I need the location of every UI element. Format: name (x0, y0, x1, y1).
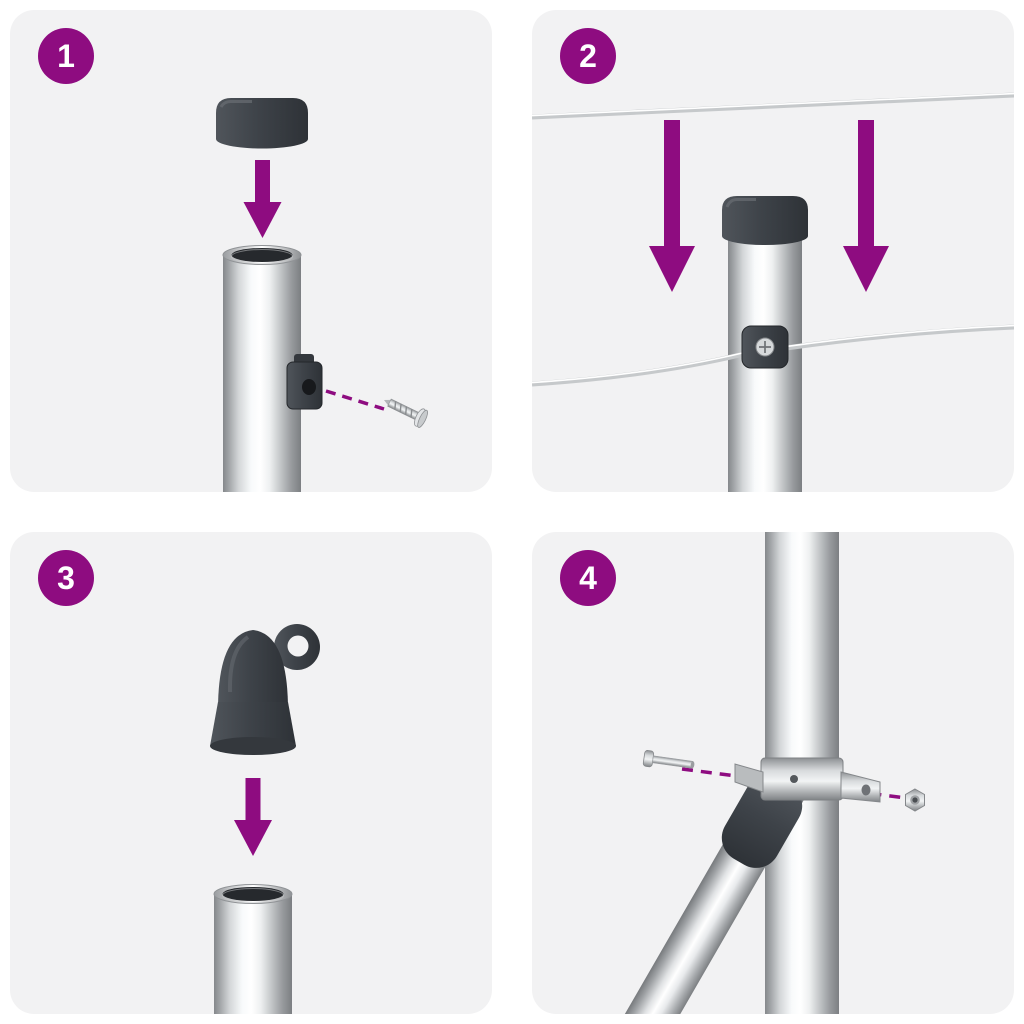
assembly-guide-line (325, 389, 385, 411)
step-2-illustration (532, 92, 1014, 492)
down-arrow-icon (649, 120, 695, 292)
step-1-badge: 1 (38, 28, 94, 84)
step-1-number: 1 (57, 38, 75, 74)
step-2-number: 2 (579, 38, 597, 74)
eyelet-cap-part (210, 624, 320, 755)
bolt-part (642, 750, 695, 769)
wire-clip-part (741, 325, 789, 369)
step-4-badge: 4 (560, 550, 616, 606)
step-3-panel: 3 (10, 532, 492, 1014)
step-4-illustration (614, 532, 925, 1014)
nut-part (905, 788, 925, 812)
down-arrow-icon (843, 120, 889, 292)
step-2-panel: 2 (532, 10, 1014, 492)
step-1-panel: 1 (10, 10, 492, 492)
down-arrow-icon (234, 778, 272, 856)
pipe-clamp-part (734, 757, 881, 803)
tension-wire-lower-part (532, 324, 1014, 387)
step-4-number: 4 (579, 560, 597, 596)
screw-clip-part (286, 354, 323, 410)
screw-part (384, 398, 429, 428)
step-4-panel: 4 (532, 532, 1014, 1014)
tension-wire-top-part (532, 92, 1014, 120)
step-3-illustration (210, 624, 320, 1014)
step-1-illustration (216, 98, 429, 492)
step-3-number: 3 (57, 560, 75, 596)
post-cap-part (722, 196, 808, 245)
post-cap-part (216, 98, 308, 149)
down-arrow-icon (243, 160, 282, 238)
post-part (213, 884, 293, 1014)
step-3-badge: 3 (38, 550, 94, 606)
step-2-badge: 2 (560, 28, 616, 84)
